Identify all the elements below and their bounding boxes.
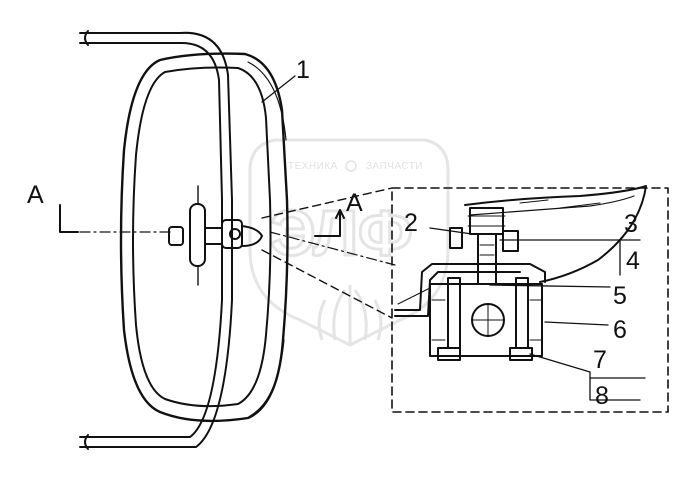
section-mark-right-arrow [314, 209, 345, 237]
mirror-bracket-tube [79, 30, 233, 450]
detail-leader-upper [261, 187, 393, 219]
callout-7: 7 [593, 346, 607, 374]
callout-2: 2 [404, 209, 418, 237]
mirror-pivot-mount [168, 185, 263, 286]
callout-8: 8 [595, 382, 609, 410]
callout-6: 6 [613, 316, 627, 344]
callout-leaders [261, 75, 646, 401]
callout-3: 3 [624, 210, 638, 238]
watermark: ЭЛФ ТЕХНИКА ЗАПЧАСТИ [248, 138, 450, 347]
section-line-a [79, 231, 396, 266]
watermark-text-left: ТЕХНИКА [288, 161, 338, 172]
detail-bolt-clamp [449, 207, 519, 285]
mirror-housing [119, 52, 289, 423]
callout-5: 5 [613, 282, 627, 310]
watermark-emblem [317, 285, 383, 345]
section-label-left: A [27, 181, 44, 209]
section-label-right: A [346, 189, 363, 217]
callout-1: 1 [296, 56, 310, 84]
detail-leader-lower [261, 249, 393, 319]
watermark-text-right: ЗАПЧАСТИ [366, 161, 423, 172]
section-mark-left-arrow [59, 204, 79, 233]
callout-4: 4 [626, 247, 640, 275]
watermark-logo-text: ЭЛФ [270, 197, 413, 269]
gear-icon [345, 160, 357, 172]
detail-frame [391, 187, 669, 413]
detail-bracket-body [394, 263, 546, 361]
